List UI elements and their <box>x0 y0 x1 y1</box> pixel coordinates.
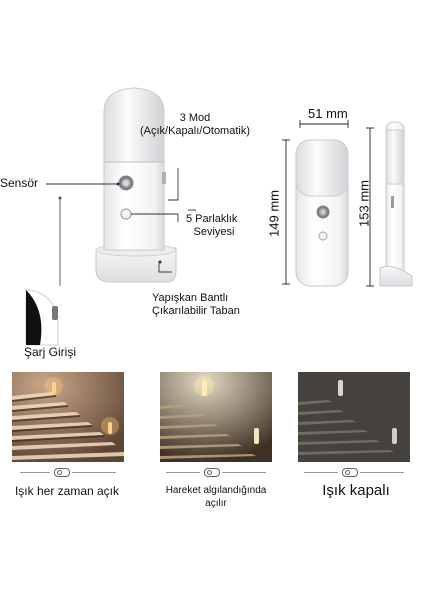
sensor-label: Sensör <box>0 176 39 190</box>
mode-title-label: 3 Mod <box>179 112 211 124</box>
side-height-dimension-label: 153 mm <box>356 180 372 227</box>
base-label-line2: Çıkarılabilir Taban <box>152 305 240 317</box>
brightness-label-line2: Seviyesi <box>193 226 235 238</box>
mode-caption-off: Işık kapalı <box>322 482 390 499</box>
mode-toggle-icon <box>54 468 70 477</box>
mode-photo-off <box>298 372 410 462</box>
mode-caption-motion-line1: Hareket algılandığında <box>165 485 267 496</box>
mode-toggle-icon <box>204 468 220 477</box>
brightness-label-line1: 5 Parlaklık <box>186 213 238 225</box>
dimension-drawing <box>282 120 413 287</box>
product-drawing <box>25 87 196 346</box>
base-label-line1: Yapışkan Bantlı <box>152 292 229 304</box>
mode-caption-motion-line2: açılır <box>205 498 227 509</box>
charging-label: Şarj Girişi <box>24 345 77 359</box>
removable-base <box>95 247 177 283</box>
front-height-dimension-label: 149 mm <box>266 190 282 237</box>
mode-switch-icon <box>162 172 166 184</box>
mode-photo-always-on <box>12 372 124 462</box>
mode-photo-motion <box>160 372 272 462</box>
lamp-diffuser <box>103 87 165 163</box>
width-dimension-label: 51 mm <box>308 106 348 121</box>
mode-caption-always-on: Işık her zaman açık <box>14 484 120 498</box>
mode-toggle-icon <box>342 468 358 477</box>
usb-port-icon <box>52 306 58 320</box>
mode-options-label: (Açık/Kapalı/Otomatik) <box>139 125 251 137</box>
charging-port-closeup <box>25 289 59 346</box>
